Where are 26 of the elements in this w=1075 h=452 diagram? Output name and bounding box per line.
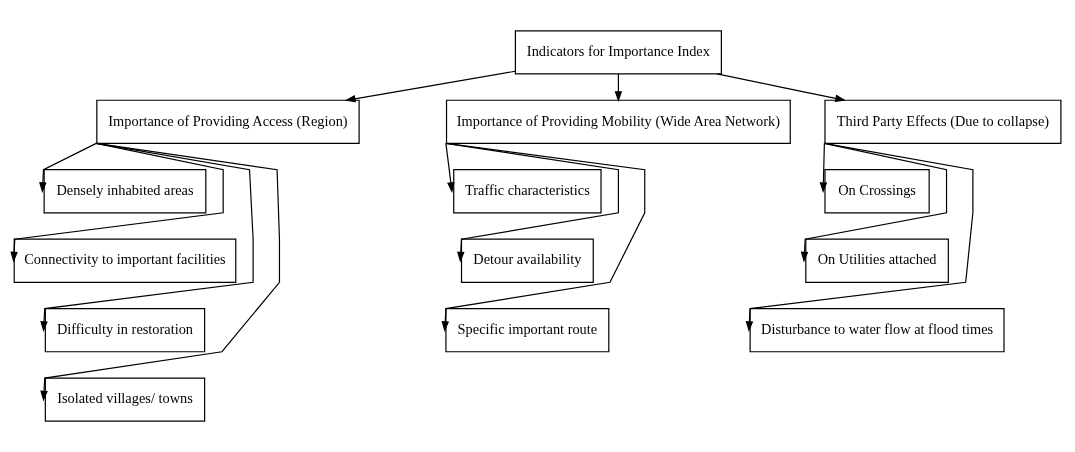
arrow [40,142,281,402]
node-box: Importance of Providing Mobility (Wide Area Network) [445,99,791,144]
node-box: Detour availability [460,238,594,283]
node-box: Importance of Providing Access (Region) [96,99,360,144]
arrow [819,142,828,194]
arrow [10,142,224,263]
arrow [716,73,846,103]
arrow [800,142,948,263]
node-box: Densely inhabited areas [43,169,207,214]
node-box: Connectivity to important facilities [13,238,237,283]
node-box: Isolated villages/ towns [44,377,206,422]
arrow [445,142,619,263]
node-box: Indicators for Importance Index [514,30,722,75]
node-box: Disturbance to water flow at flood times [749,308,1005,353]
node-box: On Crossings [824,169,930,214]
node-box: Third Party Effects (Due to collapse) [824,99,1062,144]
node-box: Difficulty in restoration [44,308,206,353]
arrow [344,70,516,103]
arrow [441,142,646,332]
node-box: Traffic characteristics [453,169,602,214]
arrow [445,142,455,194]
arrow [745,142,974,332]
node-box: Specific important route [445,308,610,353]
arrow [40,142,254,332]
node-box: On Utilities attached [805,238,949,283]
arrow [39,142,97,194]
